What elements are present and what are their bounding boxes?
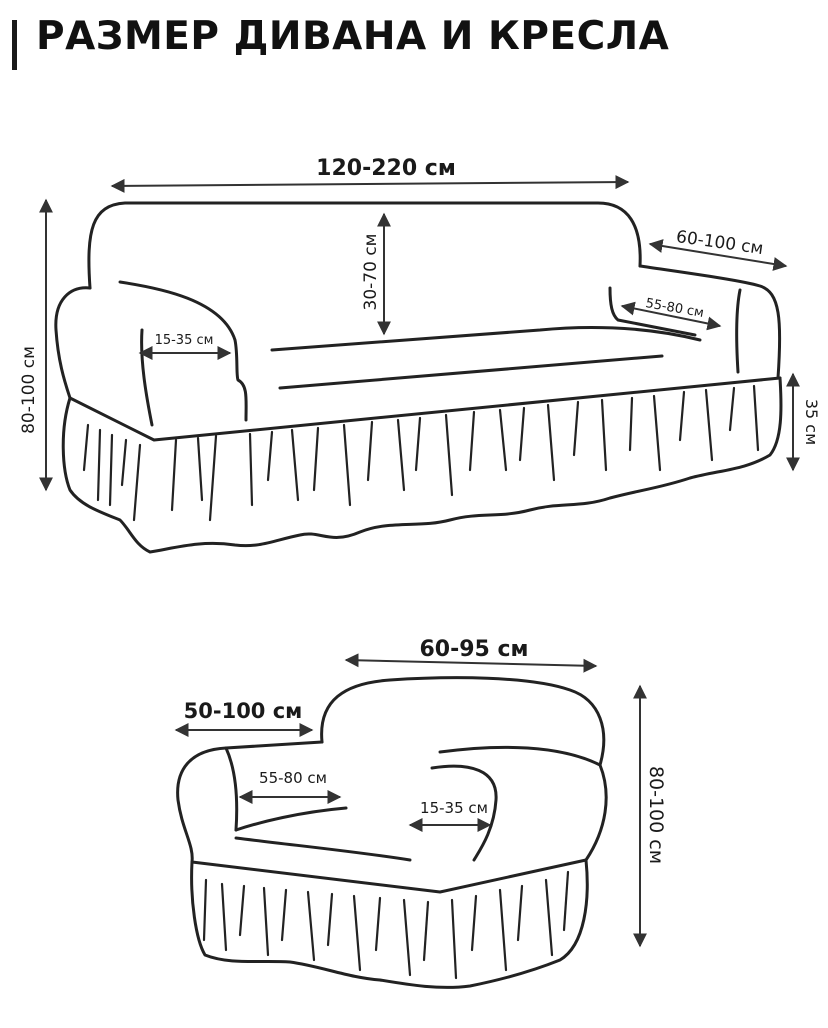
armchair-back (320, 676, 606, 767)
armchair-width-label: 60-95 см (419, 637, 528, 662)
sofa-left-arm-front (54, 286, 92, 400)
sofa-height-label: 80-100 см (19, 346, 39, 434)
armchair-left-arm (176, 740, 324, 864)
sofa-arm-width-label: 15-35 см (155, 333, 214, 348)
armchair-arm-width-label: 15-35 см (420, 799, 488, 817)
armchair-seat-depth-label: 55-80 см (259, 769, 327, 787)
sofa-arm-length-label: 60-100 см (675, 227, 765, 259)
armchair-right-arm (438, 745, 608, 862)
armchair-skirt-top (190, 858, 588, 894)
sofa-skirt-top (68, 376, 782, 442)
sofa-drawing (39, 175, 800, 554)
armchair-height-label: 80-100 см (645, 766, 667, 864)
sofa-width-label: 120-220 см (316, 156, 456, 181)
sofa-skirt-height-label: 35 см (802, 399, 821, 445)
sofa-skirt-folds (82, 384, 760, 522)
page-title: РАЗМЕР ДИВАНА И КРЕСЛА (36, 14, 670, 59)
sofa-back (87, 201, 642, 290)
armchair-drawing (174, 653, 647, 989)
armchair-skirt-bottom (190, 858, 589, 989)
sofa-seat (270, 325, 702, 352)
sofa-left-arm (118, 280, 248, 422)
armchair-arm-length-label: 50-100 см (184, 699, 303, 723)
armchair-skirt-folds (202, 870, 570, 980)
title-accent-bar (12, 20, 17, 70)
sofa-skirt-bottom (61, 376, 783, 554)
sofa-right-arm (638, 264, 782, 380)
sofa-back-height-label: 30-70 см (361, 234, 381, 311)
